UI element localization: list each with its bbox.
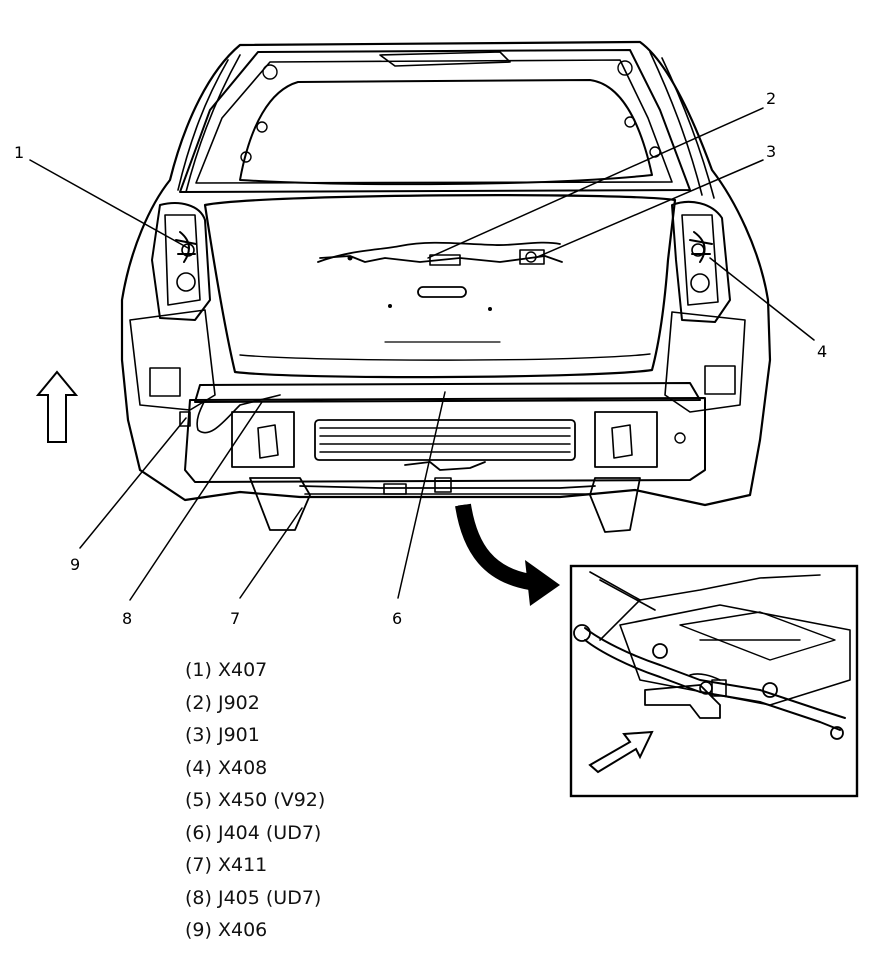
legend-item: (5) X450 (V92): [185, 789, 326, 811]
vehicle-rear-body: [120, 40, 772, 533]
legend-item: (4) X408: [185, 756, 268, 779]
legend-item: (6) J404 (UD7): [185, 821, 322, 844]
detail-pointer-arrow-icon: [455, 503, 560, 606]
callout-8: 8: [122, 609, 132, 628]
legend-item: (1) X407: [185, 659, 268, 681]
callout-6: 6: [392, 609, 402, 628]
callout-9: 9: [70, 555, 80, 574]
connector-legend: (1) X407 (2) J902 (3) J901 (4) X408 (5) …: [185, 654, 325, 947]
legend-item: (3) J901: [185, 724, 260, 746]
inset-forward-arrow-icon: [588, 730, 654, 774]
legend-item: (9) X406: [185, 919, 268, 941]
detail-inset: [569, 564, 859, 798]
callout-2: 2: [766, 89, 776, 108]
callout-3: 3: [766, 142, 776, 161]
callout-4: 4: [817, 342, 827, 361]
legend-item: (8) J405 (UD7): [185, 886, 322, 909]
callout-1: 1: [14, 143, 24, 162]
legend-item: (7) X411: [185, 854, 268, 876]
callout-7: 7: [230, 609, 240, 628]
forward-arrow-icon: [35, 370, 79, 443]
legend-item: (2) J902: [185, 691, 260, 714]
